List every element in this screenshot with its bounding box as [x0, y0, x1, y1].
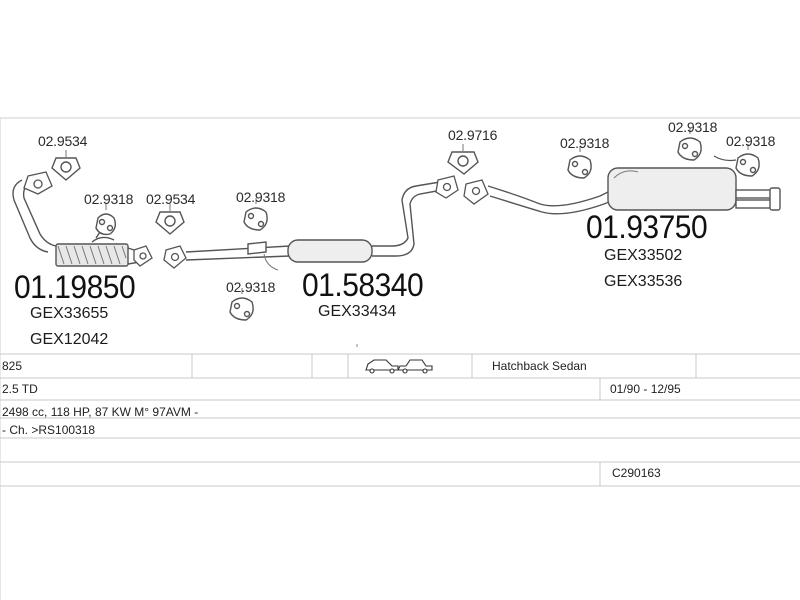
- middle-silencer-ref-1: GEX33434: [318, 303, 397, 320]
- hanger-mid-upper: [243, 198, 268, 231]
- hanger-mid-lower-label: 02.9318: [226, 279, 276, 295]
- hanger-rear-1: [567, 146, 592, 179]
- front-pipe-ref-2: GEX12042: [30, 331, 109, 348]
- rear-silencer: [487, 167, 781, 215]
- gasket-front-mid: [155, 204, 185, 235]
- sedan-icon: [397, 359, 433, 374]
- hatchback-icon: [365, 359, 399, 374]
- front-pipe-ref-1: GEX33655: [30, 305, 109, 322]
- hanger-mid-upper-label: 02.9318: [236, 189, 286, 205]
- front-pipe: [12, 179, 141, 267]
- hanger-rear-3-label: 02.9318: [726, 133, 776, 149]
- rear-silencer-ref-1: GEX33502: [604, 247, 683, 264]
- rear-silencer-number: 01.93750: [586, 209, 708, 246]
- rear-inlet-flange: [463, 179, 489, 205]
- front-pipe-end-flange: [133, 245, 153, 267]
- gasket-front-top: [51, 150, 81, 181]
- hanger-rear-3: [735, 144, 760, 177]
- period-cell: 01/90 - 12/95: [610, 382, 681, 396]
- gasket-front-mid-label: 02.9534: [146, 191, 196, 207]
- middle-silencer-number: 01.58340: [302, 267, 424, 304]
- engine-cell: 2.5 TD: [2, 382, 38, 396]
- chassis-cell: - Ch. >RS100318: [2, 423, 96, 437]
- middle-outlet-flange: [435, 175, 459, 199]
- middle-inlet-flange: [163, 245, 187, 269]
- hanger-rear-2-label: 02.9318: [668, 119, 718, 135]
- hanger-rear-1-label: 02.9318: [560, 135, 610, 151]
- front-pipe-flange: [23, 171, 53, 195]
- code-cell: C290163: [612, 466, 661, 480]
- rear-silencer-ref-2: GEX33536: [604, 273, 683, 290]
- rear-bracket: [713, 155, 737, 162]
- vehicle-table-grid: [0, 353, 800, 487]
- front-pipe-number: 01.19850: [14, 269, 136, 306]
- gasket-front-top-label: 02.9534: [38, 133, 88, 149]
- hanger-front-label: 02.9318: [84, 191, 134, 207]
- body-types-cell: Hatchback Sedan: [492, 359, 587, 373]
- hanger-mid-lower: [229, 288, 254, 321]
- gasket-rear-label: 02.9716: [448, 127, 498, 143]
- gasket-rear: [447, 144, 479, 175]
- hanger-front: [95, 204, 117, 236]
- model-cell: 825: [2, 359, 23, 373]
- spec-cell: 2498 cc, 118 HP, 87 KW M° 97AVM -: [2, 405, 199, 419]
- middle-silencer: [185, 181, 443, 271]
- hanger-rear-2: [677, 128, 702, 161]
